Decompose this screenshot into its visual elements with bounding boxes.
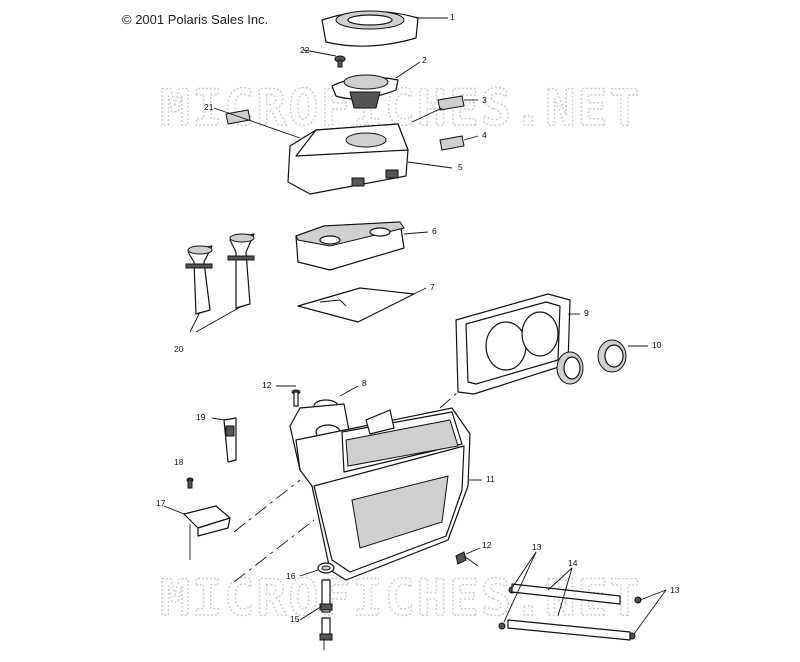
callout-22: 22 xyxy=(300,45,310,55)
part-14-hoses xyxy=(507,583,631,641)
callout-19: 19 xyxy=(196,412,206,422)
callout-7: 7 xyxy=(430,282,435,292)
part-7-plate xyxy=(297,287,415,323)
callout-6: 6 xyxy=(432,226,437,236)
part-20-intake-tubes xyxy=(185,233,255,315)
part-5-cover xyxy=(287,123,409,195)
part-11-airbox xyxy=(289,403,471,581)
callout-17: 17 xyxy=(156,498,166,508)
callout-20: 20 xyxy=(174,344,184,354)
callout-15: 15 xyxy=(290,614,300,624)
callout-21: 21 xyxy=(204,102,214,112)
part-9-backplate xyxy=(455,293,571,395)
callout-16: 16 xyxy=(286,571,296,581)
callout-13-left: 13 xyxy=(532,542,542,552)
part-18-bolt xyxy=(186,477,194,489)
callout-10: 10 xyxy=(652,340,662,350)
callout-8: 8 xyxy=(362,378,367,388)
callout-18: 18 xyxy=(174,457,184,467)
alignment-lines xyxy=(233,391,459,583)
part-6-filter-block xyxy=(295,221,405,271)
callout-14: 14 xyxy=(568,558,578,568)
part-22-screw xyxy=(334,55,346,68)
part-19-bracket xyxy=(223,417,237,463)
callout-4: 4 xyxy=(482,130,487,140)
part-2-adapter xyxy=(331,74,399,109)
part-12-screw-top xyxy=(291,389,301,407)
callout-11: 11 xyxy=(486,474,495,484)
callout-12-lower: 12 xyxy=(482,540,492,550)
callout-9: 9 xyxy=(584,308,589,318)
copyright-notice: © 2001 Polaris Sales Inc. xyxy=(122,12,269,27)
part-12-screw-lower xyxy=(455,551,479,567)
part-16-grommet xyxy=(317,562,335,574)
leader-lines xyxy=(163,17,667,635)
callout-3: 3 xyxy=(482,95,487,105)
part-15-drain xyxy=(319,579,333,650)
part-17-module xyxy=(183,505,231,560)
callout-2: 2 xyxy=(422,55,427,65)
part-4-decal xyxy=(439,135,465,151)
callout-labels: 1 22 2 3 21 4 5 6 7 20 9 10 12 8 19 11 1… xyxy=(156,12,680,624)
callout-1: 1 xyxy=(450,12,455,22)
callout-12-top: 12 xyxy=(262,380,272,390)
part-1-foam-ring xyxy=(321,10,419,47)
callout-13-right: 13 xyxy=(670,585,680,595)
callout-5: 5 xyxy=(458,162,463,172)
part-3-decal xyxy=(437,95,465,111)
part-7-slot xyxy=(319,299,347,307)
part-10-boots xyxy=(556,339,627,385)
watermark-top: MICROFICHES.NET xyxy=(160,79,642,137)
part-21-decal xyxy=(225,109,251,125)
